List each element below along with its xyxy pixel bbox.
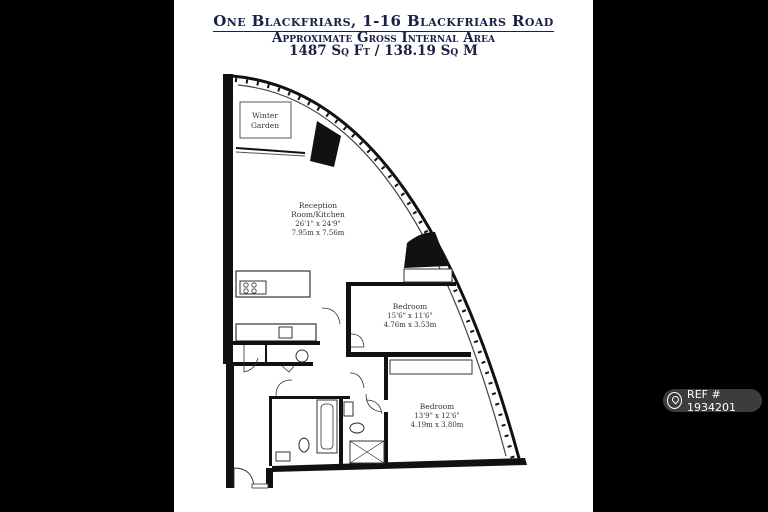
location-pin-icon xyxy=(667,392,683,409)
reception-size-metric: 7.95m x 7.56m xyxy=(292,229,345,237)
ensuite-wall xyxy=(339,399,343,466)
hob xyxy=(239,280,267,295)
column-mid xyxy=(404,232,448,268)
utility-door-swing-2 xyxy=(281,365,295,373)
reference-badge: REF # 1934201 xyxy=(663,387,762,414)
bedroom1-wardrobe xyxy=(403,268,453,283)
curved-facade-inner xyxy=(237,84,507,457)
wc-ensuite xyxy=(349,422,365,434)
plan-subtitle: Approximate Gross Internal Area xyxy=(271,30,496,46)
plan-title: One Blackfriars, 1-16 Blackfriars Road xyxy=(174,12,593,32)
bedroom2-left-wall xyxy=(384,357,388,400)
bedroom1-label: Bedroom xyxy=(393,302,427,311)
utility-door-swing xyxy=(243,345,259,373)
bathroom-left-wall xyxy=(269,396,272,466)
entrance-door-swing xyxy=(233,467,255,488)
bottom-wall xyxy=(272,458,527,472)
winter-garden-partition xyxy=(235,147,306,154)
kitchen-sink xyxy=(278,326,293,339)
hall-door-swing xyxy=(321,307,341,325)
winter-garden-partition-inner xyxy=(235,151,306,157)
reception-size-imperial: 26'1" x 24'9" xyxy=(295,220,340,228)
left-wall xyxy=(223,74,233,364)
wc-bathroom xyxy=(298,437,310,453)
bedroom2-left-wall-lower xyxy=(384,412,388,466)
basin-ensuite xyxy=(343,401,354,417)
utility-wall xyxy=(233,362,313,366)
bathroom-top-wall xyxy=(270,396,350,399)
hob-ring xyxy=(243,282,249,288)
reception-label-1: Reception xyxy=(299,201,337,210)
kitchen-wall xyxy=(233,341,320,345)
winter-garden-label-1: Winter xyxy=(252,111,278,120)
plan-title-text: One Blackfriars, 1-16 Blackfriars Road xyxy=(213,12,554,32)
winter-garden-label-box xyxy=(239,101,292,139)
bedroom2-size-metric: 4.19m x 3.80m xyxy=(411,421,464,429)
entrance-threshold xyxy=(251,483,269,489)
curved-facade-wall xyxy=(231,74,522,463)
bedroom1-left-wall xyxy=(346,282,351,352)
reception-label-2: Room/Kitchen xyxy=(291,210,345,219)
hob-ring xyxy=(251,282,257,288)
bathroom-door-swing xyxy=(275,379,293,397)
bedroom2-door-swing xyxy=(365,393,383,413)
bedroom1-top-wall xyxy=(346,282,456,286)
column-top xyxy=(310,121,341,167)
basin-bathroom xyxy=(275,451,291,462)
hob-ring xyxy=(243,288,249,294)
winter-garden-label-2: Garden xyxy=(251,121,279,130)
ensuite-door-swing-2 xyxy=(365,399,383,415)
bedroom1-bottom-wall xyxy=(346,352,471,357)
bedroom1-door-swing xyxy=(350,333,365,348)
bedroom2-wardrobe xyxy=(389,359,473,375)
bedroom1-size-imperial: 15'6" x 11'6" xyxy=(387,312,432,320)
bedroom1-size-metric: 4.76m x 3.53m xyxy=(384,321,437,329)
washing-machine xyxy=(295,349,309,363)
left-wall-lower xyxy=(226,362,234,488)
bathtub-inner xyxy=(320,403,334,450)
hob-ring xyxy=(251,288,257,294)
entrance-wall xyxy=(266,468,273,488)
reference-number: REF # 1934201 xyxy=(687,387,737,414)
kitchen-counter xyxy=(235,323,317,342)
ensuite-door-swing xyxy=(349,372,365,389)
bedroom2-label: Bedroom xyxy=(420,402,454,411)
plan-area: 1487 Sq Ft / 138.19 Sq M xyxy=(289,43,478,59)
bedroom2-size-imperial: 13'9" x 12'6" xyxy=(414,412,459,420)
shower-cross xyxy=(349,440,385,464)
